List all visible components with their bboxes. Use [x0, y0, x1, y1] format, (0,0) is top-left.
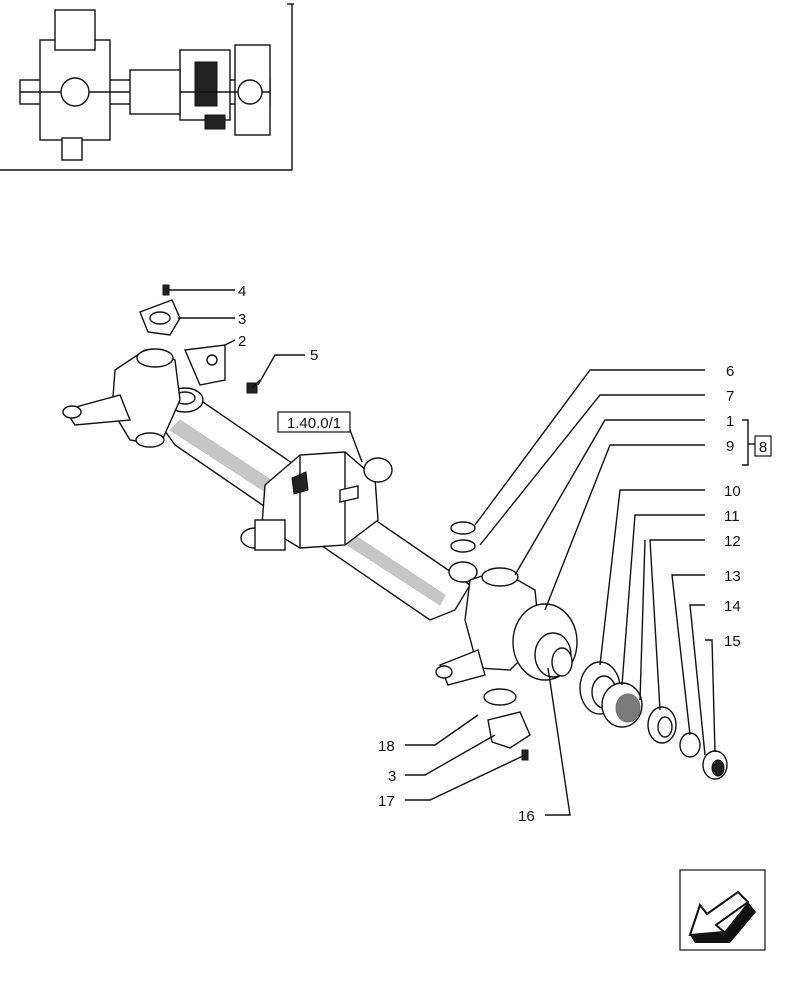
callout-11: 11 — [724, 508, 740, 525]
callout-7: 7 — [726, 388, 734, 405]
callout-2: 2 — [238, 333, 246, 350]
inset-thumbnail — [0, 3, 294, 171]
reference-label: 1.40.0/1 — [287, 415, 341, 432]
back-arrow-button[interactable] — [679, 869, 766, 951]
hub-bearing-stack — [579, 661, 728, 780]
callout-3: 3 — [238, 311, 246, 328]
back-arrow-icon — [688, 890, 756, 943]
bolt-5 — [246, 379, 261, 394]
callout-18: 18 — [378, 738, 395, 755]
callout-15: 15 — [724, 633, 741, 650]
group-label: 8 — [759, 439, 767, 456]
callout-14: 14 — [724, 598, 741, 615]
callout-13: 13 — [724, 568, 741, 585]
callout-1: 1 — [726, 413, 734, 430]
callout-4: 4 — [238, 283, 246, 300]
leader-lines — [168, 289, 716, 816]
callout-17: 17 — [378, 793, 395, 810]
reference-box[interactable]: 1.40.0/1 — [277, 411, 351, 433]
axle-beam — [148, 387, 471, 621]
callouts: 4 3 2 5 6 7 1 9 10 11 12 13 14 15 18 3 1… — [238, 283, 741, 825]
group-box — [754, 435, 772, 457]
left-steering-knuckle — [62, 344, 226, 448]
callout-6: 6 — [726, 363, 734, 380]
callout-3-lower: 3 — [388, 768, 396, 785]
upper-pin-cap — [139, 284, 181, 336]
callout-5: 5 — [310, 347, 318, 364]
callout-10: 10 — [724, 483, 741, 500]
callout-12: 12 — [724, 533, 741, 550]
group-bracket: 8 — [742, 419, 772, 466]
right-steering-knuckle — [435, 521, 578, 761]
callout-9: 9 — [726, 438, 734, 455]
callout-16: 16 — [518, 808, 535, 825]
